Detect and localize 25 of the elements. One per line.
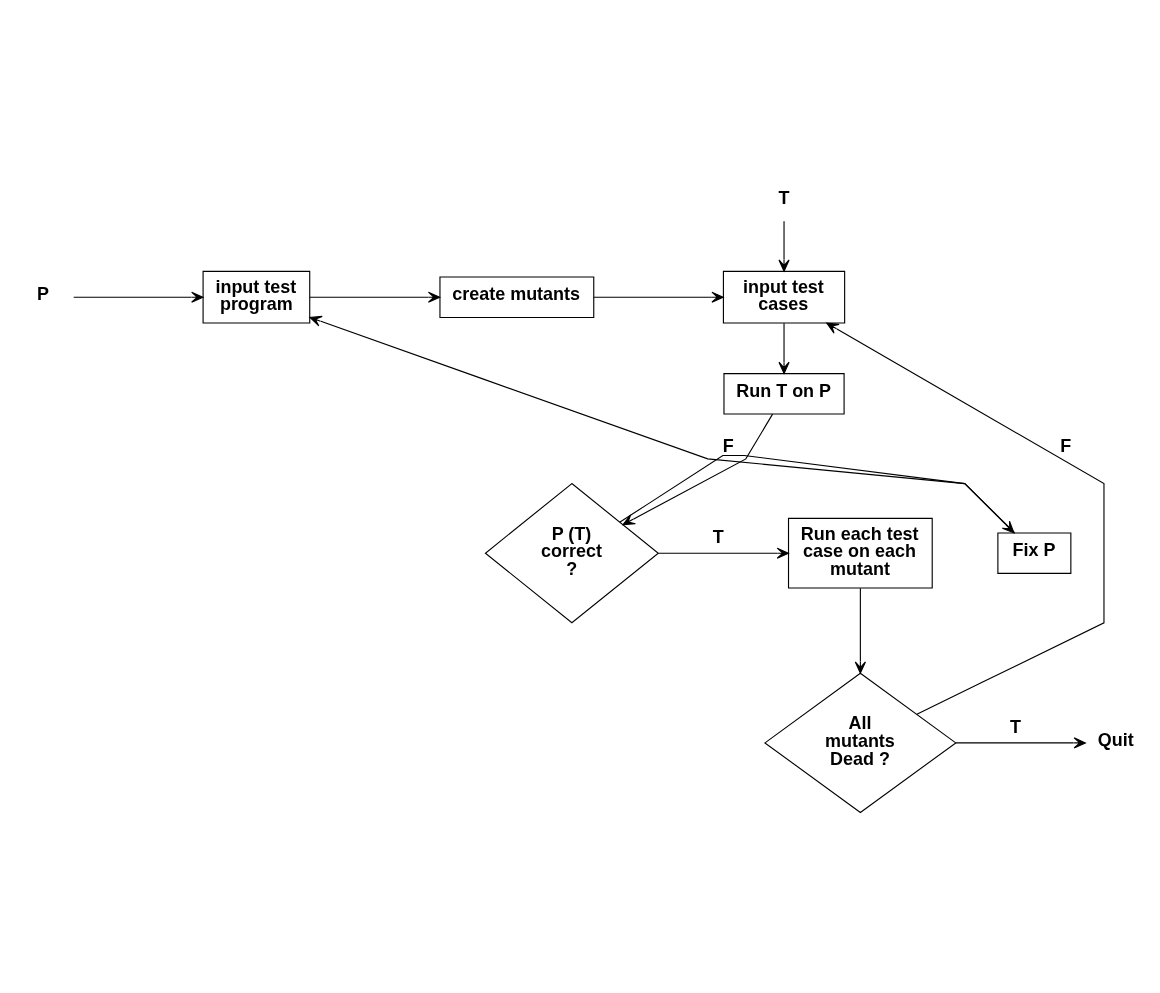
arrow [622, 413, 774, 526]
node-text: Quit [1097, 730, 1134, 751]
arrow [73, 291, 204, 303]
arrow [657, 547, 789, 559]
edge-label: F [722, 435, 734, 456]
node-diamond: P (T) correct ? [484, 482, 660, 624]
arrow [778, 322, 790, 374]
arrow [826, 322, 1105, 715]
node-box: Fix P [997, 532, 1072, 574]
edge-label: T [1009, 716, 1021, 737]
arrow [593, 291, 724, 303]
node-text: P [36, 284, 49, 305]
arrow [854, 587, 866, 674]
arrow [778, 220, 790, 272]
arrow [309, 291, 441, 303]
node-text: T [778, 187, 790, 208]
edge-label: F [1060, 435, 1072, 456]
node-box: Run T on P [723, 373, 845, 415]
node-box: Run each test case on each mutant [787, 517, 933, 589]
arrow [955, 737, 1086, 749]
node-box: input test program [202, 270, 311, 324]
edge-label: T [712, 526, 724, 547]
node-diamond: All mutants Dead ? [764, 672, 957, 814]
node-box: create mutants [439, 276, 595, 318]
node-box: input test cases [722, 270, 846, 324]
